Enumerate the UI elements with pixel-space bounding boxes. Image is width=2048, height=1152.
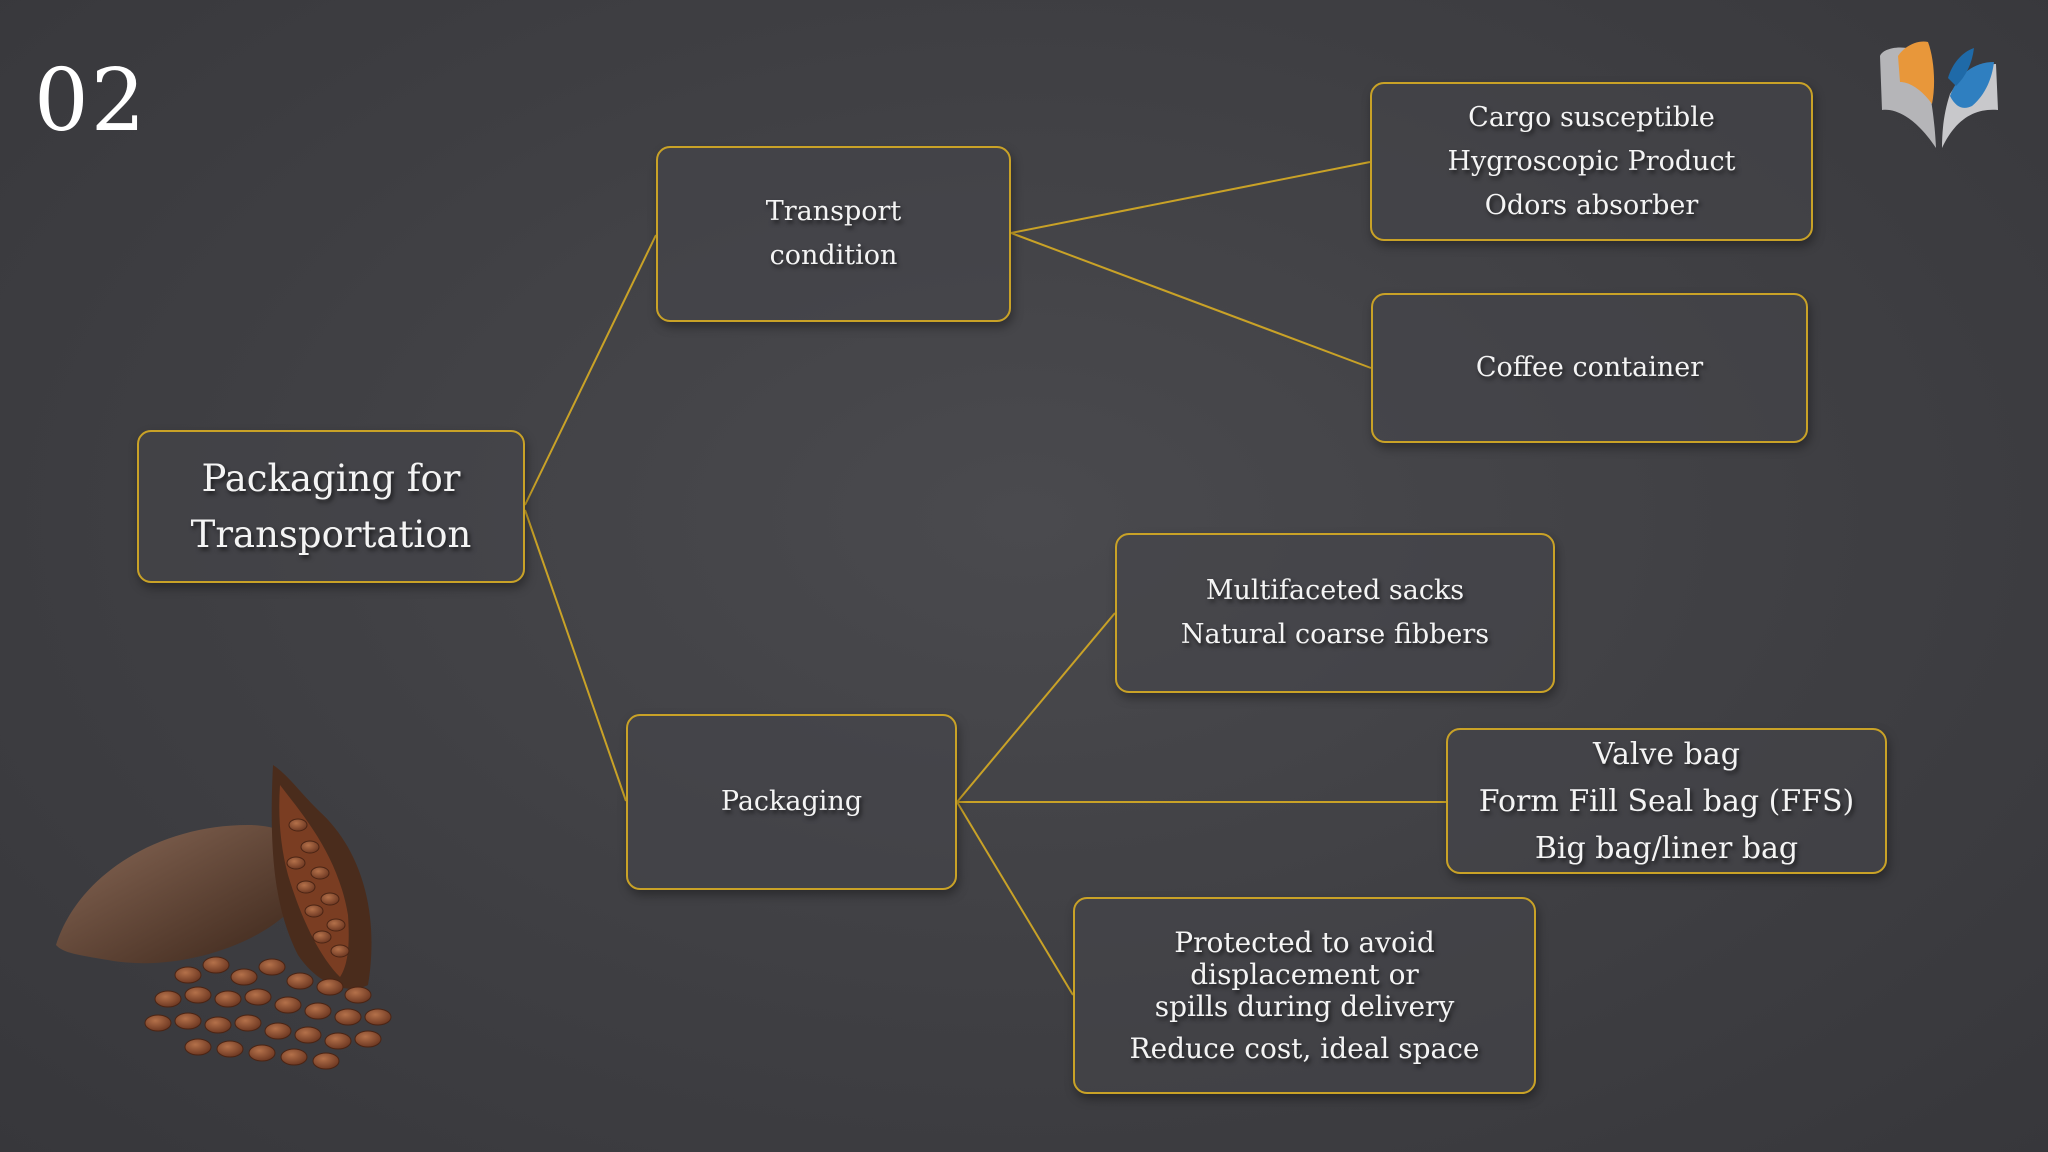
node-bag-types: Valve bag Form Fill Seal bag (FFS) Big b…	[1446, 728, 1887, 874]
book-leaf-logo-icon	[1880, 41, 1998, 148]
node-line: Hygroscopic Product	[1447, 145, 1736, 177]
node-coffee-container: Coffee container	[1371, 293, 1808, 443]
node-line: Reduce cost, ideal space	[1129, 1031, 1480, 1065]
node-line: Cargo susceptible	[1468, 101, 1715, 133]
connector-packaging-protect	[956, 801, 1074, 996]
node-multifaceted-sacks: Multifaceted sacks Natural coarse fibber…	[1115, 533, 1555, 693]
node-line: condition	[769, 240, 898, 271]
connector-root-packaging	[524, 509, 627, 802]
node-line: Packaging	[720, 786, 863, 817]
slide-number: 02	[34, 51, 148, 151]
node-line: Coffee container	[1475, 352, 1704, 383]
connector-transport-container	[1010, 232, 1372, 369]
node-cargo-susceptible: Cargo susceptible Hygroscopic Product Od…	[1370, 82, 1813, 241]
node-transport-condition: Transport condition	[656, 146, 1011, 322]
connector-packaging-sacks	[956, 612, 1116, 803]
node-line: Odors absorber	[1484, 189, 1699, 221]
node-line: Transportation	[190, 512, 472, 556]
node-protected-delivery: Protected to avoid displacement or spill…	[1073, 897, 1536, 1094]
node-line: Valve bag	[1593, 736, 1740, 772]
node-line: Natural coarse fibbers	[1180, 619, 1490, 650]
node-line: Form Fill Seal bag (FFS)	[1478, 783, 1855, 819]
node-line: Big bag/liner bag	[1534, 830, 1799, 866]
node-line: Packaging for	[201, 456, 461, 500]
node-line: Transport	[765, 196, 902, 227]
connector-root-transport	[524, 234, 657, 506]
cocoa-pod-beans-image	[56, 765, 392, 1070]
node-packaging-for-transportation: Packaging for Transportation	[137, 430, 525, 583]
node-line: Protected to avoid displacement or	[1174, 925, 1435, 991]
node-line: spills during delivery	[1154, 989, 1455, 1023]
node-line: Multifaceted sacks	[1205, 575, 1465, 606]
connector-transport-cargo	[1010, 161, 1371, 234]
node-packaging: Packaging	[626, 714, 957, 890]
